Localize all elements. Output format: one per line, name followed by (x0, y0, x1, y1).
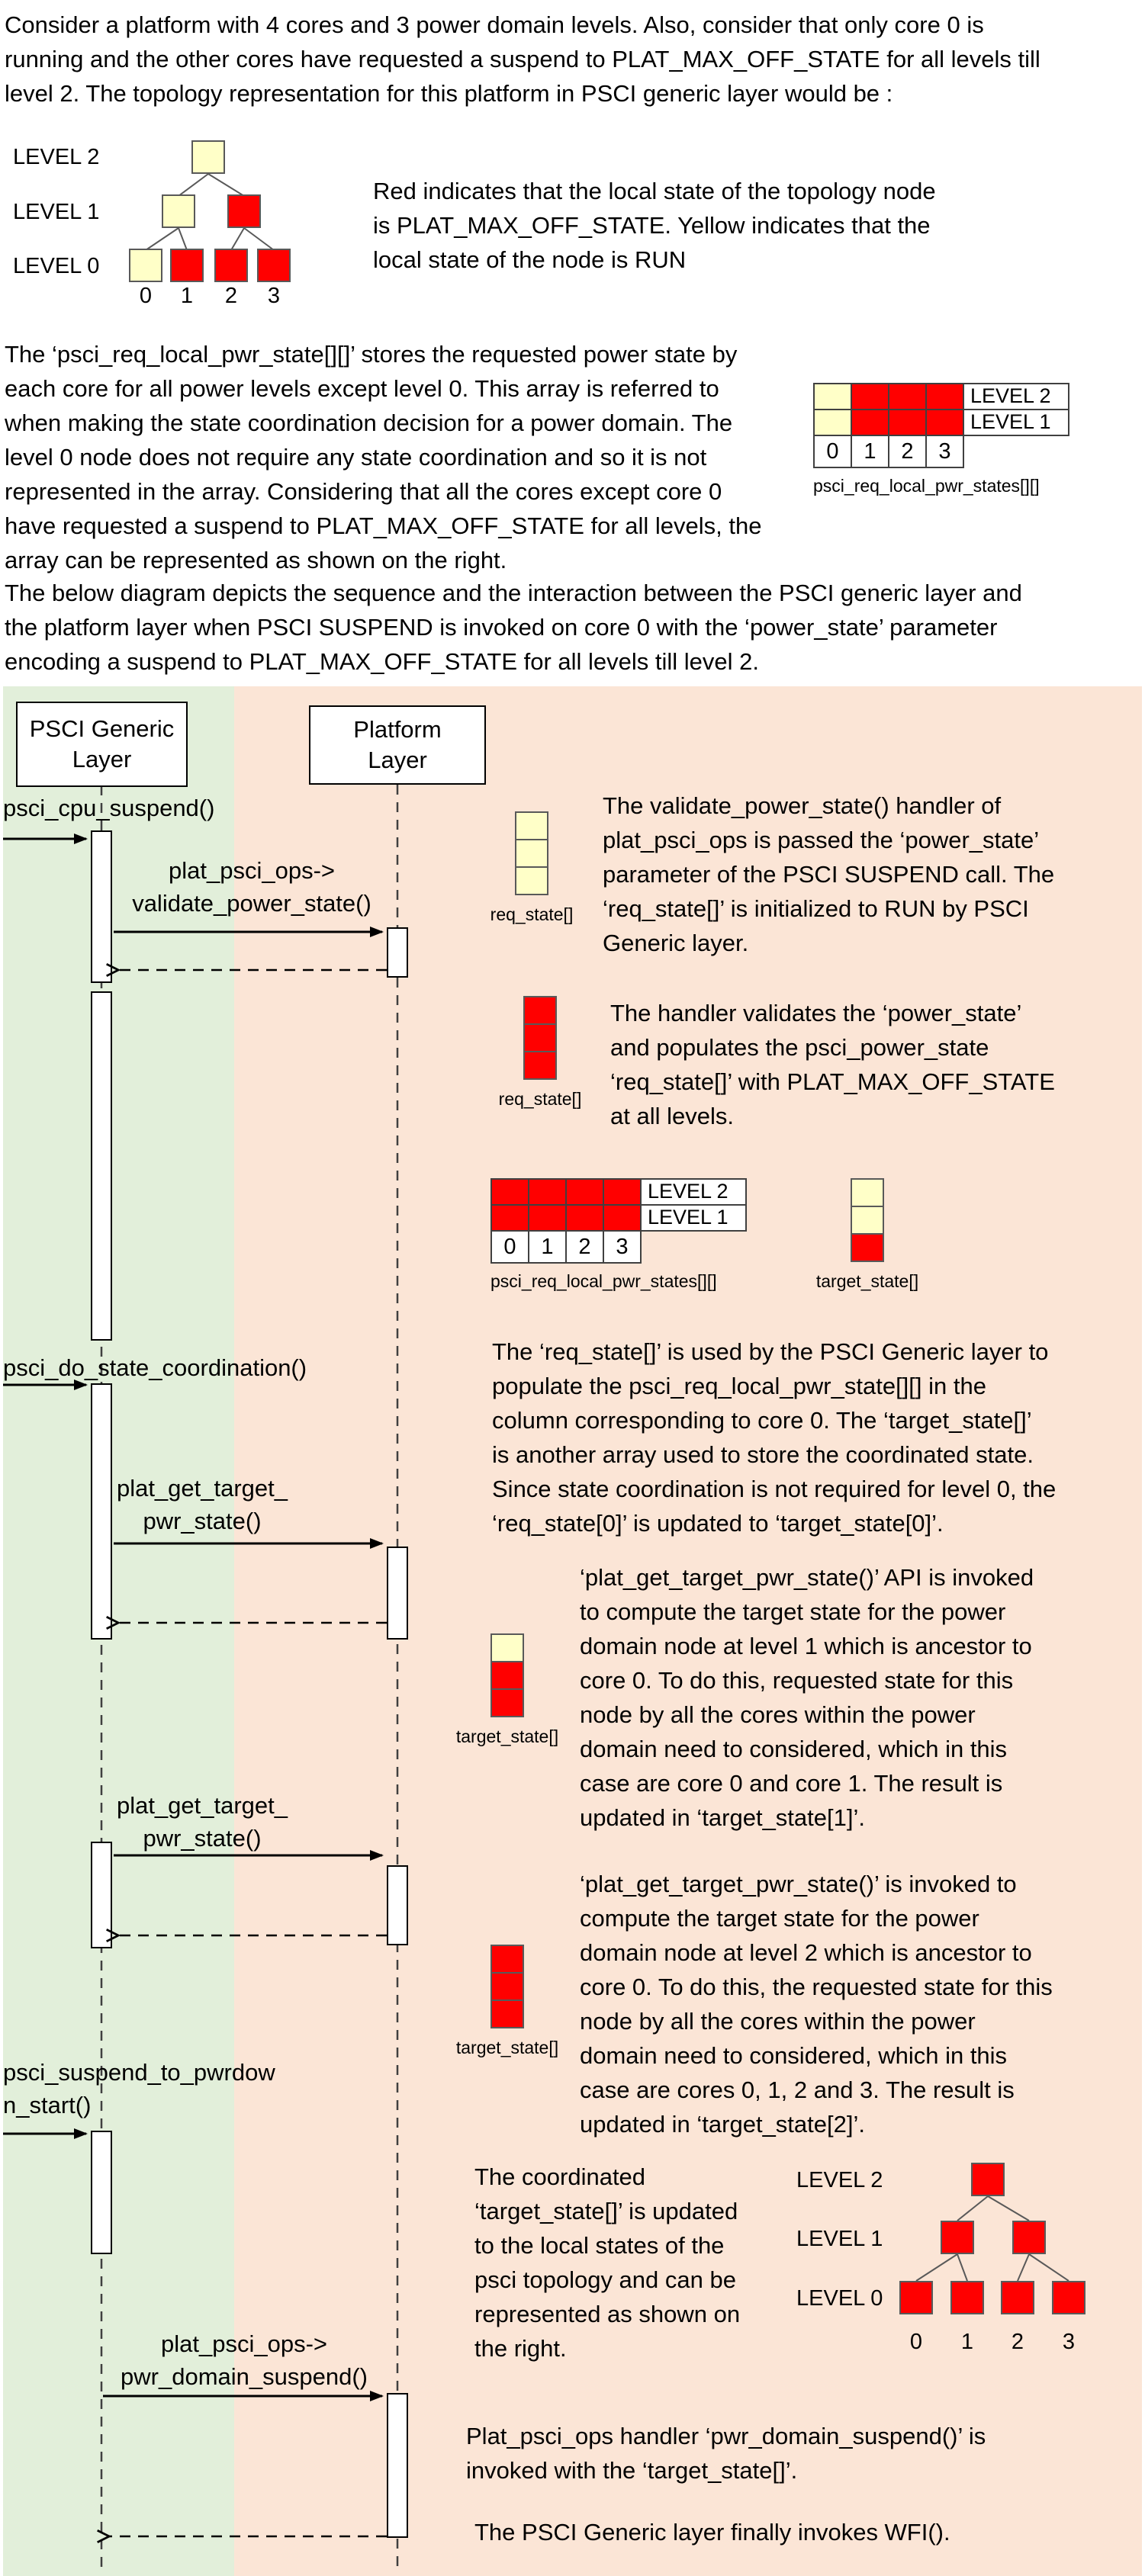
message-validate-power-state: plat_psci_ops-> validate_power_state() (132, 857, 371, 917)
core-index: 3 (267, 284, 281, 308)
message-pwr-domain-suspend: plat_psci_ops-> pwr_domain_suspend() (121, 2330, 368, 2390)
array-caption: target_state[] (455, 2038, 559, 2057)
grid-row-level1: LEVEL 1 (490, 1204, 747, 1232)
note-populate-req-state: The handler validates the ‘power_state’ … (610, 1000, 1055, 1129)
topology-node-l2-final (971, 2163, 1005, 2196)
grid-row-label: LEVEL 2 (640, 1178, 747, 1206)
array-caption: target_state[] (455, 1726, 559, 1746)
message-get-target-pwr-state-1: plat_get_target_ pwr_state() (116, 1475, 288, 1534)
topology-node-core0 (129, 249, 162, 282)
req-state-array-initial: req_state[] (490, 811, 573, 924)
actor-psci-generic-layer: PSCI Generic Layer (16, 702, 188, 787)
core-index: 0 (139, 284, 153, 308)
core-index: 1 (180, 284, 194, 308)
tree-top-level2-label: LEVEL 2 (13, 145, 100, 169)
grid-row-level1: LEVEL 1 (813, 409, 1069, 436)
tree-bottom-level1-label: LEVEL 1 (796, 2227, 883, 2251)
topology-node-l1-0-final (941, 2221, 974, 2254)
topology-node-core0-final (899, 2281, 933, 2314)
message-get-target-pwr-state-2: plat_get_target_ pwr_state() (116, 1792, 288, 1852)
topology-node-core1-final (950, 2281, 984, 2314)
grid-row-level2: LEVEL 2 (490, 1178, 747, 1206)
note-validate-power-state: The validate_power_state() handler of pl… (603, 792, 1055, 956)
message-suspend-to-pwrdown-start: psci_suspend_to_pwrdow n_start() (3, 2059, 275, 2118)
target-state-array-3: target_state[] (456, 1945, 558, 2057)
core-index: 1 (960, 2330, 974, 2354)
tree-bottom-level2-label: LEVEL 2 (796, 2168, 883, 2192)
psci-generic-layer-lane (3, 686, 234, 2576)
grid-caption: psci_req_local_pwr_states[][] (813, 476, 1040, 496)
req-state-array-populated: req_state[] (499, 996, 581, 1109)
note-wfi: The PSCI Generic layer finally invokes W… (474, 2519, 950, 2545)
topology-node-core1 (170, 249, 204, 282)
grid-row-label: LEVEL 1 (640, 1204, 747, 1232)
grid-row-label: LEVEL 2 (963, 383, 1069, 410)
note-pwr-domain-suspend: Plat_psci_ops handler ‘pwr_domain_suspen… (466, 2423, 986, 2484)
topology-node-core2-final (1001, 2281, 1034, 2314)
activation-suspend-to-pwrdown (91, 2131, 112, 2254)
topology-node-core3 (257, 249, 291, 282)
topology-node-core3-final (1052, 2281, 1085, 2314)
topology-node-l1-0 (162, 194, 195, 228)
topology-node-l2 (191, 140, 225, 174)
activation-psci-generic (91, 991, 112, 1341)
target-state-array-2: target_state[] (456, 1633, 558, 1746)
tree-top-level0-label: LEVEL 0 (13, 254, 100, 278)
note-target-state-level2: ‘plat_get_target_pwr_state()’ is invoked… (580, 1871, 1053, 2138)
activation-psci-cpu-suspend (91, 830, 112, 983)
color-legend-text: Red indicates that the local state of th… (373, 178, 936, 273)
core-index: 2 (224, 284, 238, 308)
array-caption: req_state[] (498, 1089, 582, 1109)
core-index: 3 (1062, 2330, 1076, 2354)
target-state-array-1: target_state[] (816, 1178, 918, 1291)
array-caption: target_state[] (815, 1271, 919, 1291)
topology-node-l1-1-final (1012, 2221, 1046, 2254)
grid-row-level2: LEVEL 2 (813, 383, 1069, 410)
tree-bottom-level0-label: LEVEL 0 (796, 2286, 883, 2311)
actor-platform-layer: Platform Layer (309, 705, 486, 785)
message-psci-cpu-suspend: psci_cpu_suspend() (3, 795, 215, 821)
activation-get-target-1 (387, 1547, 408, 1640)
topology-node-l1-1 (227, 194, 261, 228)
req-state-array-paragraph: The ‘psci_req_local_pwr_state[][]’ store… (5, 341, 762, 573)
tree-top-level1-label: LEVEL 1 (13, 200, 100, 224)
grid-caption: psci_req_local_pwr_states[][] (490, 1271, 717, 1291)
topology-node-core2 (214, 249, 248, 282)
core-index: 2 (1011, 2330, 1024, 2354)
activation-validate-power-state (387, 927, 408, 978)
note-state-coordination: The ‘req_state[]’ is used by the PSCI Ge… (492, 1338, 1057, 1537)
activation-state-coordination-2 (91, 1842, 112, 1948)
intro-paragraph: Consider a platform with 4 cores and 3 p… (5, 11, 1040, 107)
array-caption: req_state[] (490, 904, 574, 924)
sequence-intro-paragraph: The below diagram depicts the sequence a… (5, 580, 1022, 675)
note-coordinated-target-state: The coordinated ‘target_state[]’ is upda… (474, 2163, 741, 2362)
grid-row-label: LEVEL 1 (963, 409, 1069, 436)
activation-get-target-2 (387, 1865, 408, 1945)
core-index: 0 (909, 2330, 923, 2354)
activation-pwr-domain-suspend (387, 2393, 408, 2538)
message-do-state-coordination: psci_do_state_coordination() (3, 1354, 307, 1381)
note-target-state-level1: ‘plat_get_target_pwr_state()’ API is inv… (580, 1564, 1034, 1831)
platform-layer-lane (234, 686, 1142, 2576)
